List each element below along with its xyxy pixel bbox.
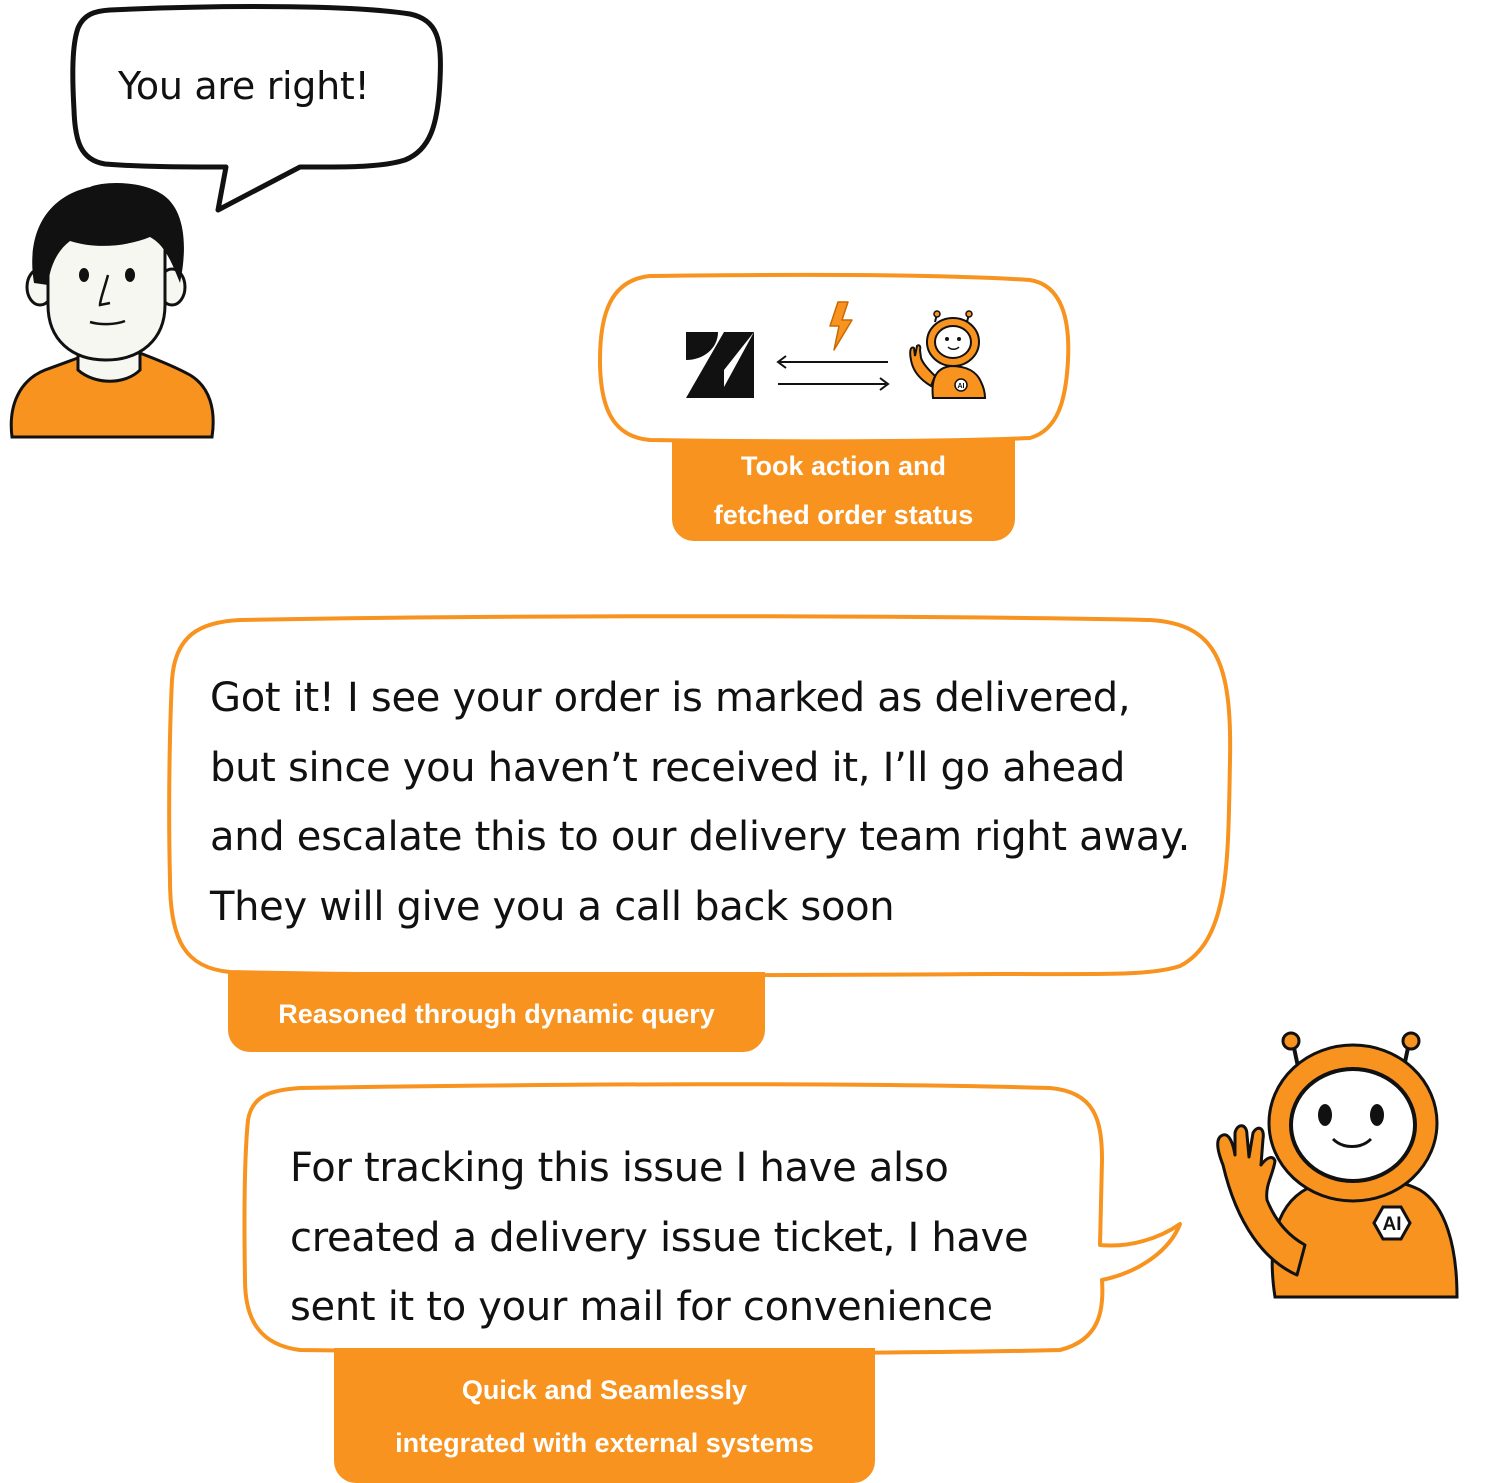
integration-label: Took action and fetched order status: [672, 440, 1015, 541]
reasoning-label: Reasoned through dynamic query: [228, 972, 765, 1052]
integration-benefit-label: Quick and Seamlessly integrated with ext…: [334, 1348, 875, 1483]
agent-reply-1-text: Got it! I see your order is marked as de…: [210, 675, 1191, 930]
integration-benefit-line1: Quick and Seamlessly: [461, 1375, 748, 1405]
user-message-text: You are right!: [118, 64, 370, 108]
user-avatar: [9, 183, 215, 439]
lightning-bolt-icon: [829, 301, 853, 351]
zendesk-logo-icon: [686, 332, 754, 398]
robot-badge-small: AI: [958, 383, 965, 390]
integration-label-line2: fetched order status: [713, 500, 974, 530]
robot-badge: AI: [1383, 1214, 1402, 1235]
ai-robot-avatar: AI: [1216, 1031, 1459, 1299]
sync-arrows-icon: [776, 355, 890, 391]
integration-label-line1: Took action and: [740, 451, 946, 481]
agent-reply-2-text: For tracking this issue I have also crea…: [290, 1145, 1029, 1330]
integration-benefit-line2: integrated with external systems: [395, 1428, 814, 1458]
ai-robot-icon: AI: [909, 310, 987, 399]
